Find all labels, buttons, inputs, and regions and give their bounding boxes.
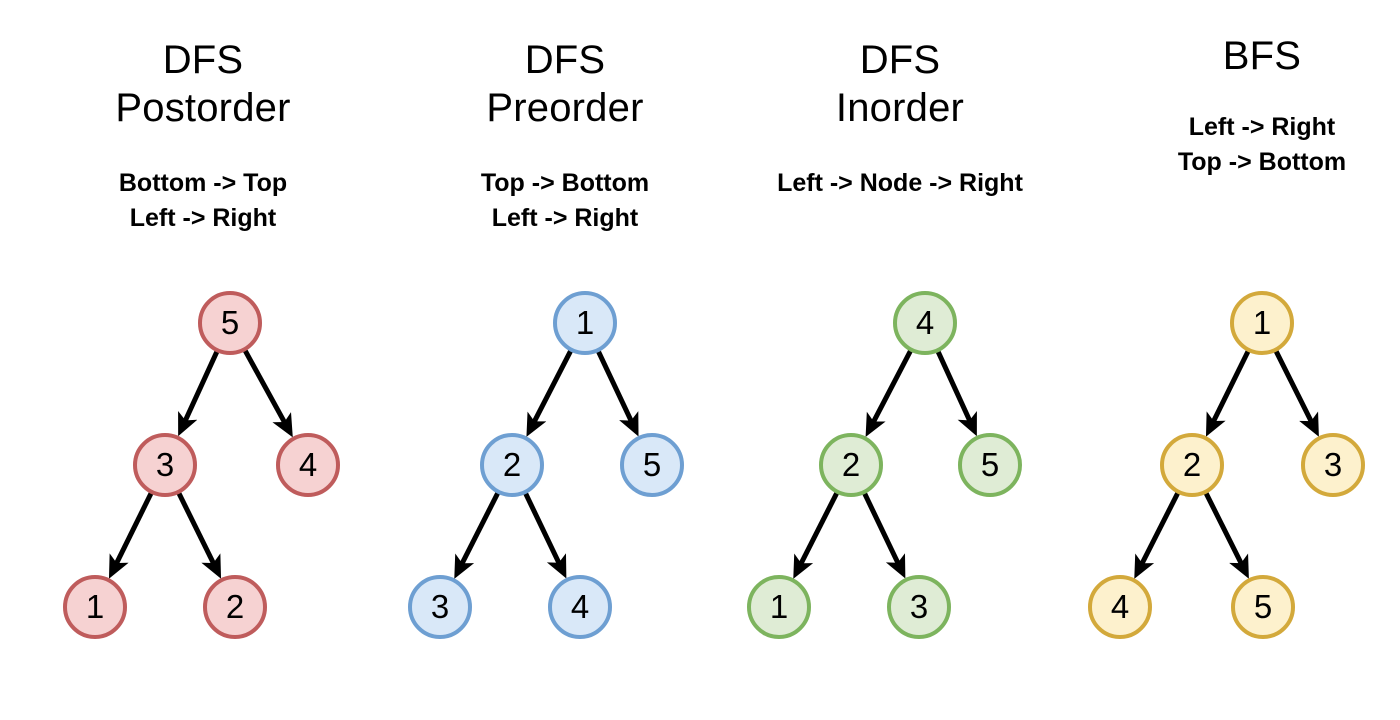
tree-node: 3	[133, 433, 197, 497]
column-subtitle-bfs: Left -> Right Top -> Bottom	[1177, 113, 1347, 176]
tree-node-label: 4	[915, 303, 935, 341]
tree-node: 2	[203, 575, 267, 639]
tree-node-label: 2	[841, 445, 861, 483]
tree-edge	[793, 491, 840, 579]
tree-node-label: 4	[298, 445, 318, 483]
tree-node: 2	[819, 433, 883, 497]
tree-edge	[454, 491, 501, 579]
tree-node-label: 3	[430, 587, 450, 625]
tree-node: 4	[893, 291, 957, 355]
tree-node-label: 1	[1252, 303, 1272, 341]
tree-node: 1	[553, 291, 617, 355]
tree-node-label: 4	[1110, 587, 1130, 625]
tree-edge	[526, 349, 574, 437]
tree-edge	[1134, 491, 1181, 579]
tree-edge	[178, 350, 220, 437]
tree-node: 3	[887, 575, 951, 639]
tree-edge	[523, 491, 567, 579]
tree-edge	[935, 350, 977, 437]
tree-node: 5	[198, 291, 262, 355]
column-title-dfs-preorder: DFS Preorder	[486, 38, 644, 130]
tree-node-label: 3	[155, 445, 175, 483]
tree-edge	[1273, 349, 1319, 437]
column-header-bfs: BFS	[1012, 32, 1400, 80]
tree-node: 4	[548, 575, 612, 639]
tree-node: 5	[1231, 575, 1295, 639]
column-title-dfs-inorder: DFS Inorder	[835, 38, 965, 130]
tree-node-label: 5	[642, 445, 662, 483]
tree-node-label: 5	[980, 445, 1000, 483]
tree-edge	[108, 491, 154, 579]
tree-edge	[865, 349, 913, 438]
tree-node-label: 2	[502, 445, 522, 483]
tree-node: 2	[1160, 433, 1224, 497]
tree-node-label: 1	[575, 303, 595, 341]
tree-node-label: 4	[570, 587, 590, 625]
tree-node: 1	[63, 575, 127, 639]
tree-node-label: 1	[85, 587, 105, 625]
tree-edge	[1205, 349, 1251, 437]
column-subtitle-dfs-inorder: Left -> Node -> Right	[777, 169, 1023, 197]
tree-node: 1	[1230, 291, 1294, 355]
tree-node-label: 3	[909, 587, 929, 625]
tree-edge	[1203, 491, 1249, 579]
tree-node: 4	[276, 433, 340, 497]
column-header-dfs-inorder: DFS Inorder	[650, 36, 1150, 132]
tree-node: 5	[958, 433, 1022, 497]
tree-node-label: 2	[225, 587, 245, 625]
tree-node-label: 5	[1253, 587, 1273, 625]
tree-edge	[862, 491, 906, 579]
tree-node-label: 1	[769, 587, 789, 625]
column-title-bfs: BFS	[1222, 34, 1302, 78]
column-subtitle-dfs-preorder: Top -> Bottom Left -> Right	[480, 169, 650, 232]
column-header-dfs-preorder: DFS Preorder	[315, 36, 815, 132]
column-title-dfs-postorder: DFS Postorder	[115, 38, 291, 130]
tree-node: 5	[620, 433, 684, 497]
tree-node-label: 3	[1323, 445, 1343, 483]
tree-node-label: 5	[220, 303, 240, 341]
tree-node: 1	[747, 575, 811, 639]
tree-edge	[242, 348, 293, 438]
tree-edge	[176, 491, 222, 579]
tree-node-label: 2	[1182, 445, 1202, 483]
tree-node: 3	[408, 575, 472, 639]
tree-edge	[595, 349, 639, 437]
column-header-dfs-postorder: DFS Postorder	[0, 36, 453, 132]
tree-node: 3	[1301, 433, 1365, 497]
tree-node: 4	[1088, 575, 1152, 639]
column-subtitle-dfs-postorder: Bottom -> Top Left -> Right	[118, 169, 288, 232]
tree-node: 2	[480, 433, 544, 497]
